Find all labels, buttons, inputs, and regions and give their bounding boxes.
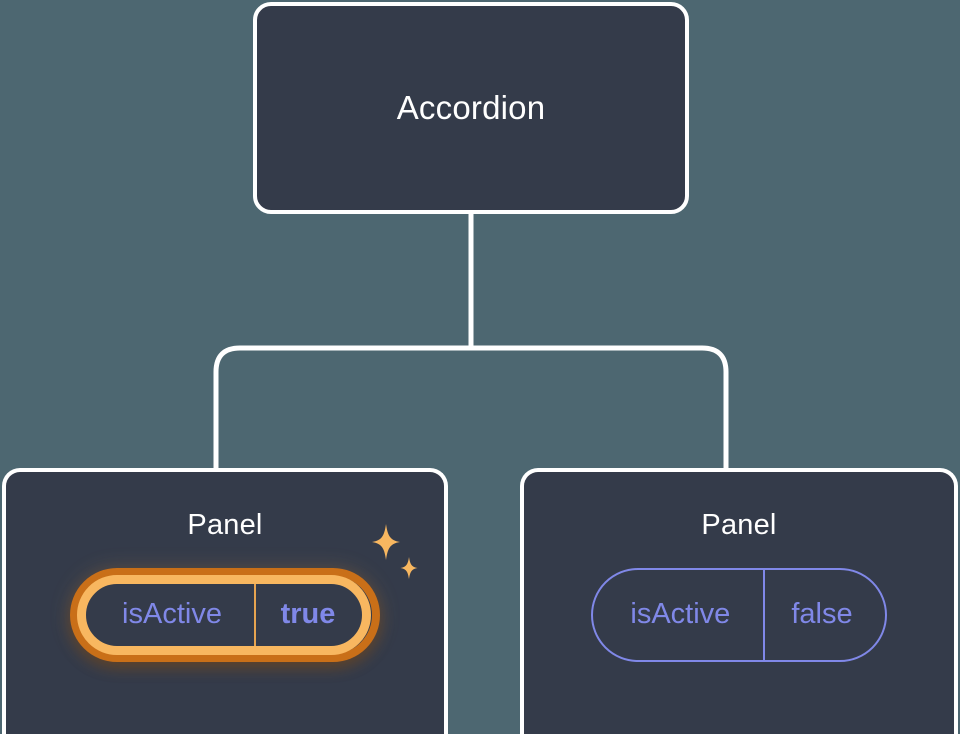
prop-pill-wrapper-active: isActive true (70, 523, 418, 662)
node-panel-inactive[interactable]: Panel isActive false (520, 468, 958, 734)
prop-value-label: true (254, 583, 364, 646)
node-panel-active-title: Panel (187, 509, 263, 541)
sparkles-group (372, 523, 418, 579)
prop-key-label: isActive (630, 598, 731, 631)
node-panel-active[interactable]: Panel isActive true (2, 468, 448, 734)
node-accordion-title: Accordion (396, 88, 546, 126)
sparkle-large-icon (372, 523, 400, 560)
prop-key-label: isActive (122, 598, 222, 631)
prop-pill-wrapper-inactive: isActive false (591, 567, 887, 662)
node-accordion[interactable]: Accordion (253, 2, 689, 214)
node-panel-inactive-title: Panel (701, 509, 777, 541)
prop-pill-isactive-true[interactable]: isActive true (70, 567, 380, 662)
prop-value-label: false (763, 569, 884, 660)
sparkle-small-icon (400, 556, 418, 579)
connector-branch-left (213, 345, 471, 470)
prop-pill-inner-ring: isActive true (77, 574, 371, 655)
connector-branch-right (471, 345, 729, 470)
prop-pill-isactive-false[interactable]: isActive false (591, 567, 887, 662)
